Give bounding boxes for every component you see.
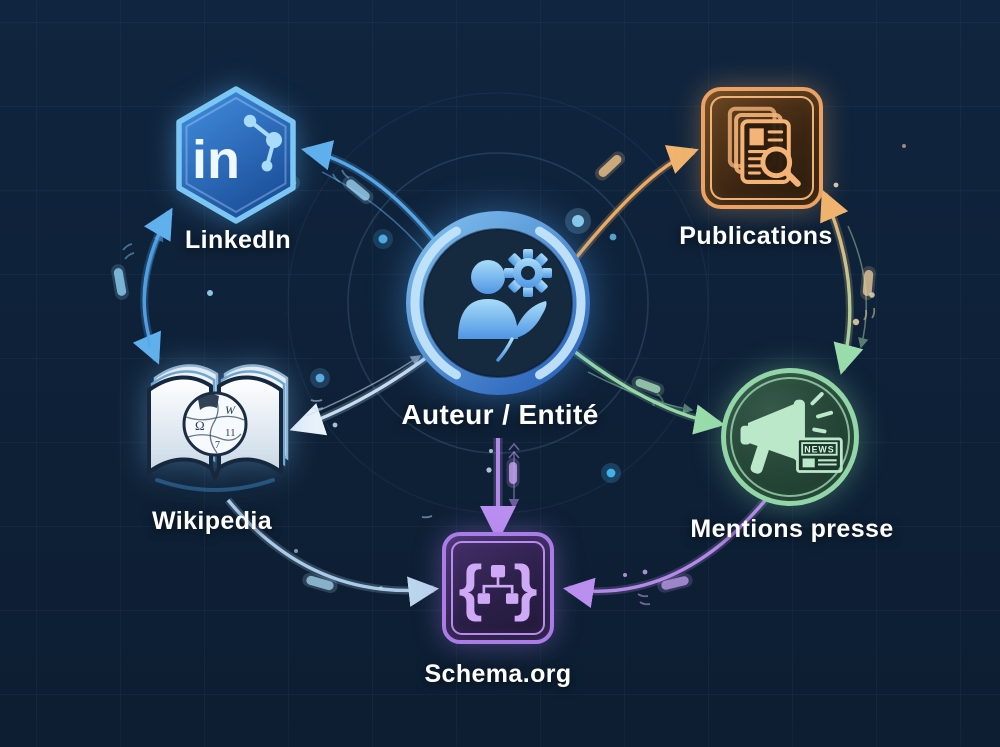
node-press: NEWS: [721, 368, 859, 506]
braces-hierarchy-icon: { }: [459, 553, 538, 622]
linkedin-hexagon-icon: in: [176, 86, 296, 224]
hierarchy-tree-glyph: [477, 565, 519, 604]
svg-text:11: 11: [225, 427, 236, 439]
author-gear-quill-icon: [406, 211, 590, 395]
press-inner-ring: [730, 377, 850, 497]
svg-text:W: W: [225, 403, 236, 417]
node-center-author-entity: [400, 205, 596, 401]
schema-brace-close: }: [513, 553, 537, 622]
open-book-globe-icon: W Ω 11 7: [147, 364, 289, 492]
center-label: Auteur / Entité: [401, 399, 599, 430]
press-label: Mentions presse: [690, 515, 894, 543]
edge-center-press: [567, 344, 726, 435]
publications-label: Publications: [679, 222, 833, 250]
edge-publications-press: [820, 189, 869, 375]
schema-label: Schema.org: [424, 660, 572, 688]
gear-glyph: [504, 249, 552, 297]
wikipedia-label: Wikipedia: [151, 507, 273, 535]
wikipedia-globe-glyph: W Ω 11 7: [182, 391, 248, 457]
linkedin-in-glyph: in: [192, 130, 240, 190]
schema-brace-open: {: [459, 553, 483, 622]
edge-wikipedia-schema: [224, 497, 440, 607]
svg-text:Ω: Ω: [195, 418, 205, 433]
documents-magnifier-icon: [727, 106, 801, 187]
node-schema: { }: [442, 532, 554, 644]
linkedin-network-glyph: [243, 114, 282, 172]
schema-inner-border: [451, 541, 545, 635]
linkedin-label: LinkedIn: [185, 226, 291, 254]
node-wikipedia: W Ω 11 7: [135, 362, 295, 508]
edge-center-publications: [556, 145, 699, 281]
publications-inner-border: [710, 96, 814, 200]
node-publications: [701, 87, 823, 209]
quill-glyph: [496, 301, 547, 362]
edge-press-schema: [562, 494, 772, 609]
light-streaks: [111, 151, 876, 594]
node-linkedin: in: [161, 76, 311, 234]
path-chevrons: [122, 169, 876, 606]
svg-text:7: 7: [215, 440, 220, 451]
edge-linkedin-wikipedia: [132, 207, 174, 365]
